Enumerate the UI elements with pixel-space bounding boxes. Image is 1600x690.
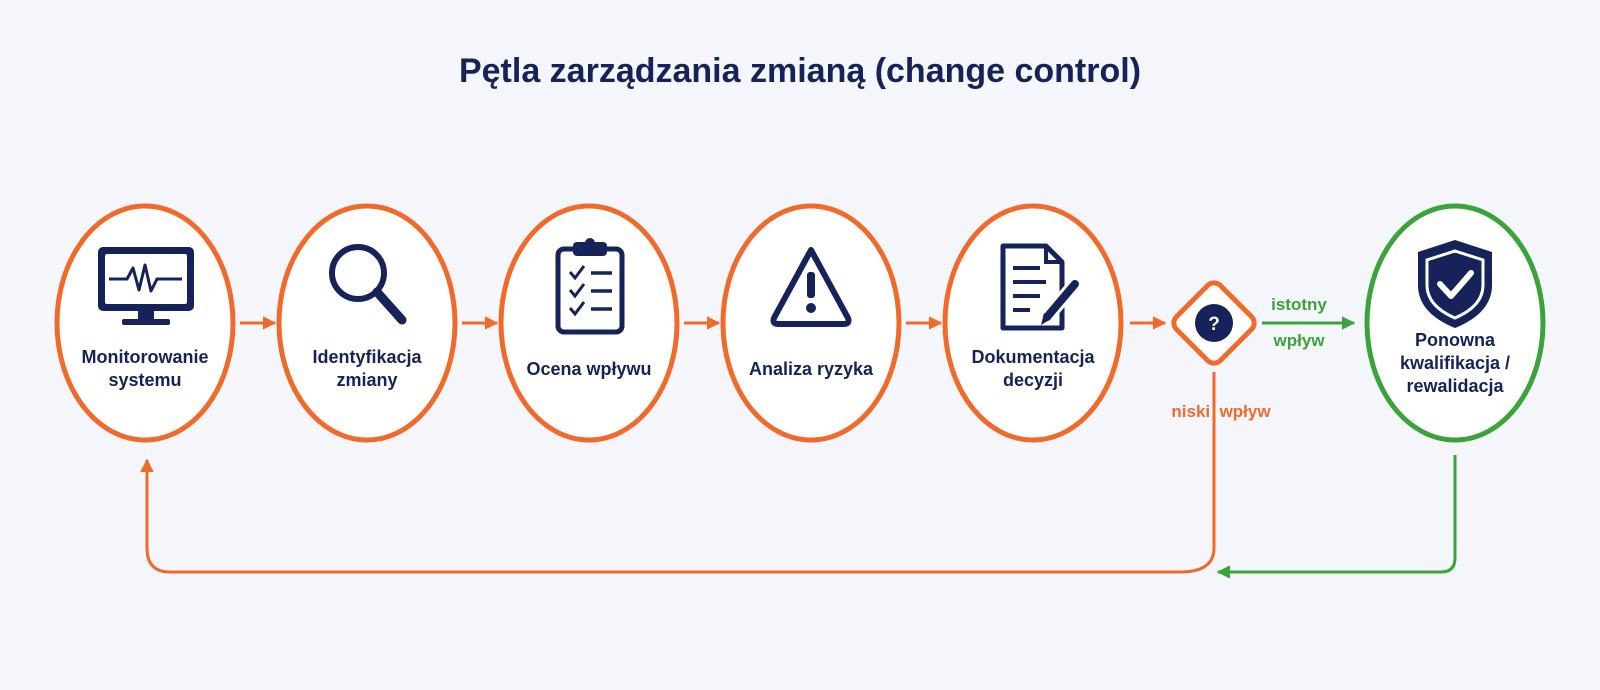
edge-label-significant-line2: wpływ [1273,331,1325,350]
node-label-monitoring: Monitorowanie systemu [81,347,209,390]
edge-label-low-impact: niski wpływ [1171,402,1271,421]
node-impact-assessment [498,203,680,443]
node-label-impact-assessment: Ocena wpływu [526,359,652,379]
node-decision-documentation [942,203,1124,443]
decision-symbol: ? [1208,314,1220,335]
warning-triangle-icon [770,247,852,327]
loop-back-arrow [140,372,1216,574]
node-label-decision-documentation: Dokumentacja decyzji [971,347,1095,390]
node-label-risk-analysis: Analiza ryzyka [748,359,874,379]
node-label-requalification: Ponowna kwalifikacja / rewalidacja [1399,330,1511,396]
node-identification [276,203,458,443]
document-pen-icon [1000,243,1082,331]
monitor-heartbeat-icon [98,247,194,325]
clipboard-checklist-icon [555,238,625,335]
edge-label-significant-line1: istotny [1271,295,1327,314]
shield-check-icon [1418,240,1492,328]
question-diamond-icon: ? [1171,280,1257,366]
requalification-return-arrow [1216,455,1457,579]
magnifier-icon [329,244,407,325]
diagram-title: Pętla zarządzania zmianą (change control… [458,52,1142,90]
node-label-identification: Identyfikacja zmiany [312,347,422,390]
